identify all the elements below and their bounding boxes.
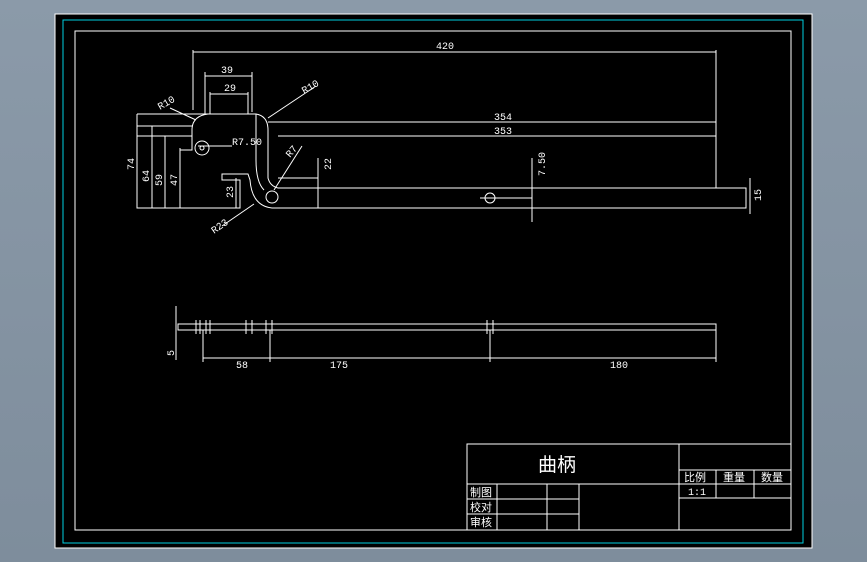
title-block-frame: [466, 443, 792, 531]
dim-text-5: 5: [167, 350, 178, 356]
dim-text-15: 15: [754, 189, 765, 201]
dim-text-22: 22: [324, 158, 335, 170]
leader-r10-left: [169, 107, 197, 121]
pivot-hole: [194, 140, 210, 156]
dim-text-39: 39: [221, 66, 233, 77]
dim-text-r750: R7.50: [232, 138, 262, 149]
dim-text-175: 175: [330, 361, 348, 372]
side-bar-outline: [177, 323, 717, 331]
label-weight: 重量: [723, 470, 745, 484]
row-label-approved: 审核: [470, 515, 492, 529]
dim-text-74: 74: [127, 158, 138, 170]
crank-head-right-curve: [208, 113, 279, 189]
title-block-text: 曲柄 比例 重量 数量 1:1 制图 校对 审核: [470, 454, 783, 529]
part-top-view: [136, 50, 751, 227]
dim-text-59: 59: [155, 174, 166, 186]
drawing-title: 曲柄: [538, 454, 576, 476]
dim-text-64: 64: [142, 170, 153, 182]
crank-head-inner-left: [137, 113, 209, 208]
dim-text-180: 180: [610, 361, 628, 372]
bend-hole: [265, 190, 279, 204]
outer-border: [54, 13, 813, 549]
leader-r23: [221, 203, 255, 227]
dim-text-420: 420: [436, 42, 454, 53]
row-label-drawn: 制图: [470, 486, 492, 499]
label-scale: 比例: [684, 470, 706, 484]
dim-text-353: 353: [494, 127, 512, 138]
dim-text-47: 47: [170, 174, 181, 186]
part-side-view: [175, 306, 717, 362]
leader-r7: [273, 145, 303, 191]
dim-text-354: 354: [494, 113, 512, 124]
label-quantity: 数量: [761, 471, 783, 484]
crank-bar-outline: [278, 187, 747, 209]
title-block: [466, 443, 792, 531]
crank-head-inner-curve: [255, 114, 265, 191]
cyan-border: [62, 19, 804, 544]
dim-text-58: 58: [236, 361, 248, 372]
inner-border: [74, 30, 792, 531]
crank-head-lower-outline: [136, 114, 290, 209]
row-label-checked: 校对: [470, 500, 492, 514]
dim-text-29: 29: [224, 84, 236, 95]
sheet-background: [55, 14, 812, 548]
value-scale: 1:1: [688, 488, 706, 499]
dim-text-23: 23: [226, 186, 237, 198]
leader-r10-right: [267, 85, 317, 119]
dim-text-750: 7.50: [538, 152, 549, 176]
